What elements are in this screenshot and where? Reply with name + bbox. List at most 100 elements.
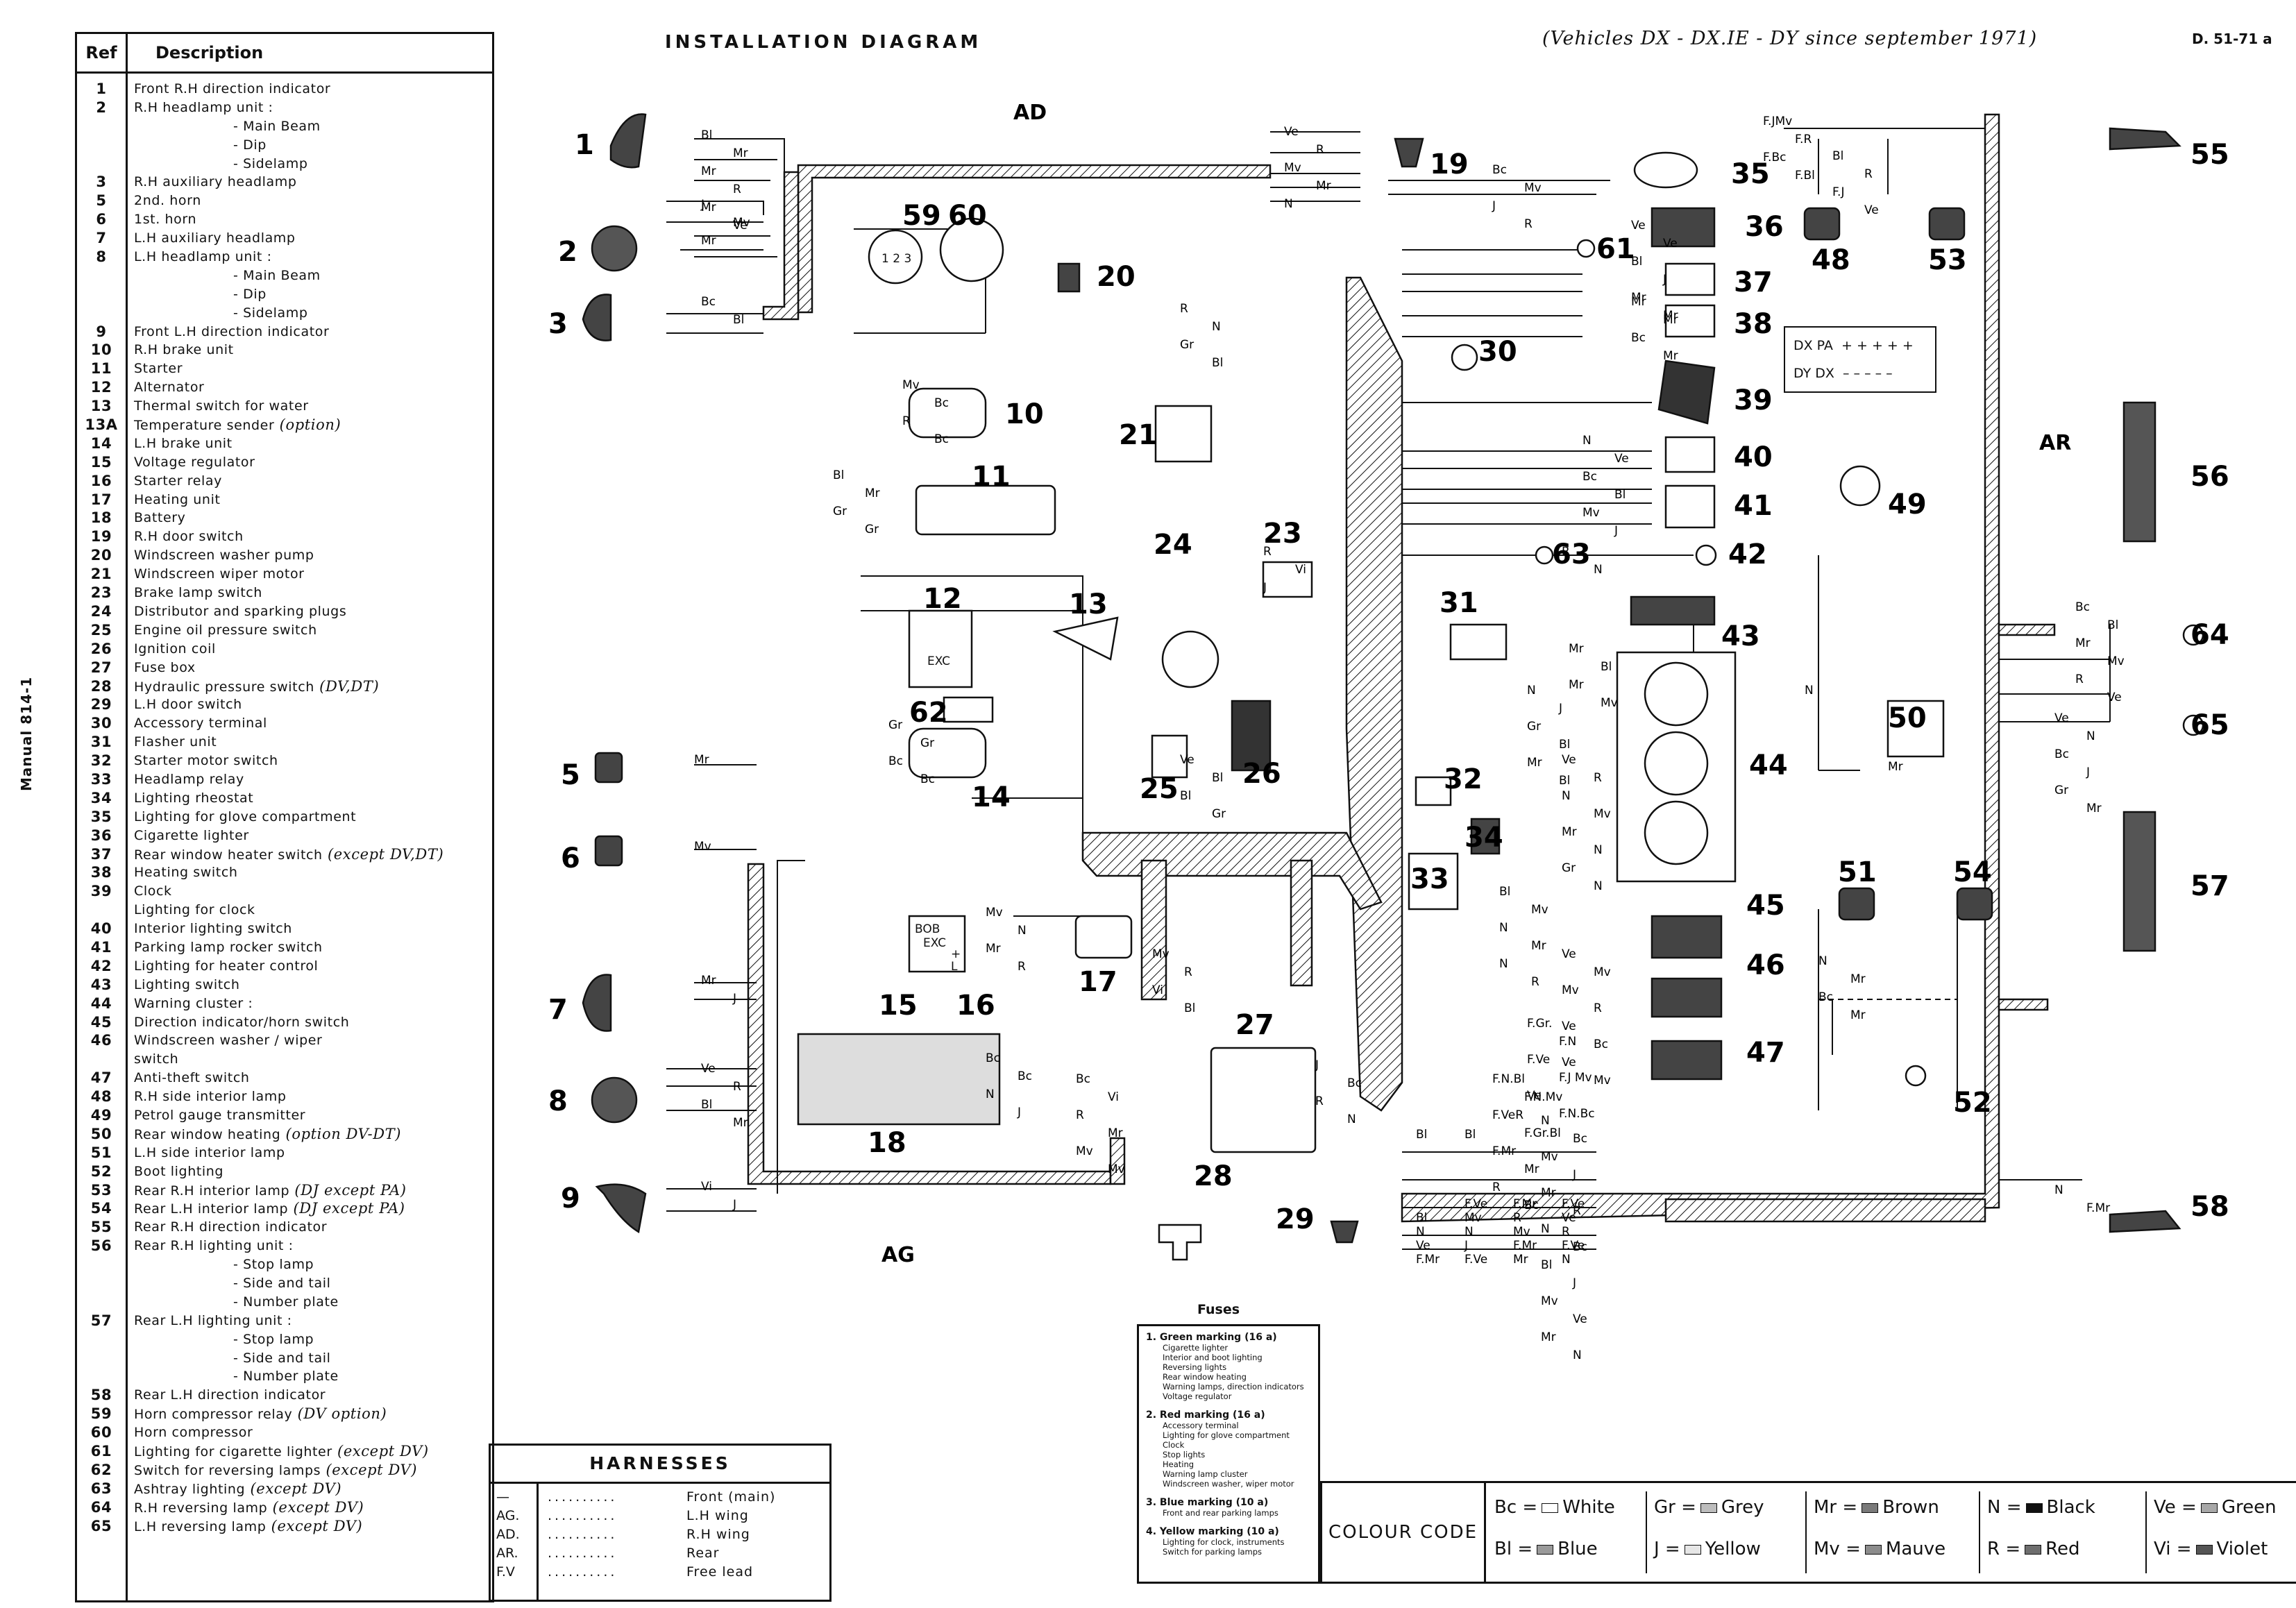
ref-description-text: - Main Beam <box>233 267 321 283</box>
table-divider <box>126 71 128 1600</box>
harness-rear-bottom <box>1664 1198 1986 1223</box>
fuse-item: Switch for parking lamps <box>1163 1547 1263 1557</box>
component-number: 7 <box>548 994 568 1026</box>
wire-colour-label: Vi <box>1295 563 1306 577</box>
rear-rh-lighting-unit-shape <box>2122 401 2156 543</box>
wires <box>666 128 2111 1250</box>
wire-colour-label: R <box>1315 1094 1324 1108</box>
wire-colour-label: R <box>1531 975 1539 989</box>
headlamp-relay-shape <box>1408 852 1459 911</box>
wire-colour-label: Bc <box>1573 1132 1587 1146</box>
ref-description-text: Petrol gauge transmitter <box>134 1107 306 1123</box>
ref-description-text: Direction indicator/horn switch <box>134 1014 350 1030</box>
wire-colour-label: N <box>1594 563 1603 577</box>
ref-description-text: R.H brake unit <box>134 342 234 358</box>
wire-colour-label: Mr <box>701 974 716 988</box>
ref-number: 25 <box>90 621 112 638</box>
component-number: 48 <box>1812 244 1850 276</box>
wire-colour-label: R <box>733 183 741 196</box>
ref-number: 44 <box>90 995 112 1012</box>
ref-number: 14 <box>90 434 112 452</box>
ref-number: 36 <box>90 827 112 844</box>
ref-description: Starter relay <box>126 472 222 491</box>
component-number: 57 <box>2191 870 2229 902</box>
ref-number: 3 <box>96 174 107 191</box>
wire-colour-label: R <box>1316 143 1324 157</box>
wire-colour-label: Mr <box>1108 1126 1123 1140</box>
harness-ad-left <box>762 171 800 321</box>
ref-description-text: Front R.H direction indicator <box>134 81 331 96</box>
wire-colour-label: Mr <box>1541 1330 1556 1344</box>
harness-name: Free lead <box>686 1564 754 1580</box>
component-number: 56 <box>2191 461 2229 493</box>
ref-number: 52 <box>90 1162 112 1180</box>
ref-number: 7 <box>96 230 107 247</box>
colour-abbr: Gr <box>1654 1497 1675 1518</box>
colour-name: Blue <box>1558 1539 1598 1559</box>
ref-number: 9 <box>96 323 107 340</box>
harness-labels: AD AG AR <box>881 101 2071 1267</box>
colour-name: Violet <box>2216 1539 2268 1559</box>
wire-colour-label: Gr <box>865 523 879 536</box>
wire-colour-label: N <box>1416 1225 1425 1239</box>
rh-door-switch-shape <box>1394 137 1424 168</box>
wire-colour-label: Mr <box>733 146 748 160</box>
ref-description: Distributor and sparking plugs <box>126 602 346 621</box>
colour-code-separator <box>1805 1491 1807 1573</box>
component-number: 39 <box>1734 384 1773 416</box>
wire-colour-label: F.Bl <box>1795 169 1815 183</box>
component-number: 26 <box>1242 758 1281 790</box>
harness-name: R.H wing <box>686 1527 750 1542</box>
component-number: 58 <box>2191 1191 2229 1223</box>
ref-description: Hydraulic pressure switch (DV,DT) <box>126 677 379 696</box>
wire-colour-label: J <box>1572 1168 1576 1182</box>
component-number: 1 <box>575 129 594 161</box>
harness-rows: —..........Front (main)AG...........L.H … <box>491 1484 829 1582</box>
wire-colour-label: R <box>902 414 911 428</box>
ref-description-text: R.H auxiliary headlamp <box>134 174 297 190</box>
ref-description-text: Starter relay <box>134 473 223 489</box>
fuse-item: Stop lights <box>1163 1450 1206 1459</box>
wire-colour-label: Ve <box>701 1062 716 1076</box>
wire-colour-label: R <box>1864 167 1873 181</box>
ref-description-text: Engine oil pressure switch <box>134 622 317 638</box>
component-number: 25 <box>1140 773 1179 805</box>
ref-row: 52 Boot lighting <box>77 1162 492 1181</box>
wire-colour-label: R <box>1513 1211 1521 1225</box>
ref-description: Boot lighting <box>126 1162 223 1181</box>
colour-name: Grey <box>1721 1497 1764 1518</box>
ref-description: - Main Beam <box>126 266 321 285</box>
lh-reversing-lamp-shape <box>2182 714 2204 736</box>
ref-description: Headlamp relay <box>126 770 244 789</box>
ref-number: 63 <box>90 1480 112 1497</box>
ref-number: 38 <box>90 864 112 881</box>
ref-description-note: (DV option) <box>292 1405 387 1423</box>
ref-description-text: Heating unit <box>134 491 221 507</box>
ref-description-text: Rear window heating <box>134 1126 281 1142</box>
ref-description-text: Lighting rheostat <box>134 790 254 806</box>
heater-control-lighting-shape <box>1695 544 1717 566</box>
fuse-group-label: 1. Green marking (16 a) <box>1146 1332 1277 1343</box>
ref-row: - Dip <box>77 136 492 155</box>
harness-row: AG...........L.H wing <box>491 1507 829 1525</box>
wire-colour-label: Mv <box>1108 1162 1125 1176</box>
ref-number: 8 <box>96 248 107 266</box>
component-number: 38 <box>1734 308 1773 340</box>
harness-code: AD. <box>496 1527 520 1542</box>
wire-colour-label: Mr <box>1663 349 1678 363</box>
fuse-item: Accessory terminal <box>1163 1421 1239 1430</box>
component-number: 9 <box>561 1183 580 1215</box>
ref-description: L.H brake unit <box>126 434 233 453</box>
